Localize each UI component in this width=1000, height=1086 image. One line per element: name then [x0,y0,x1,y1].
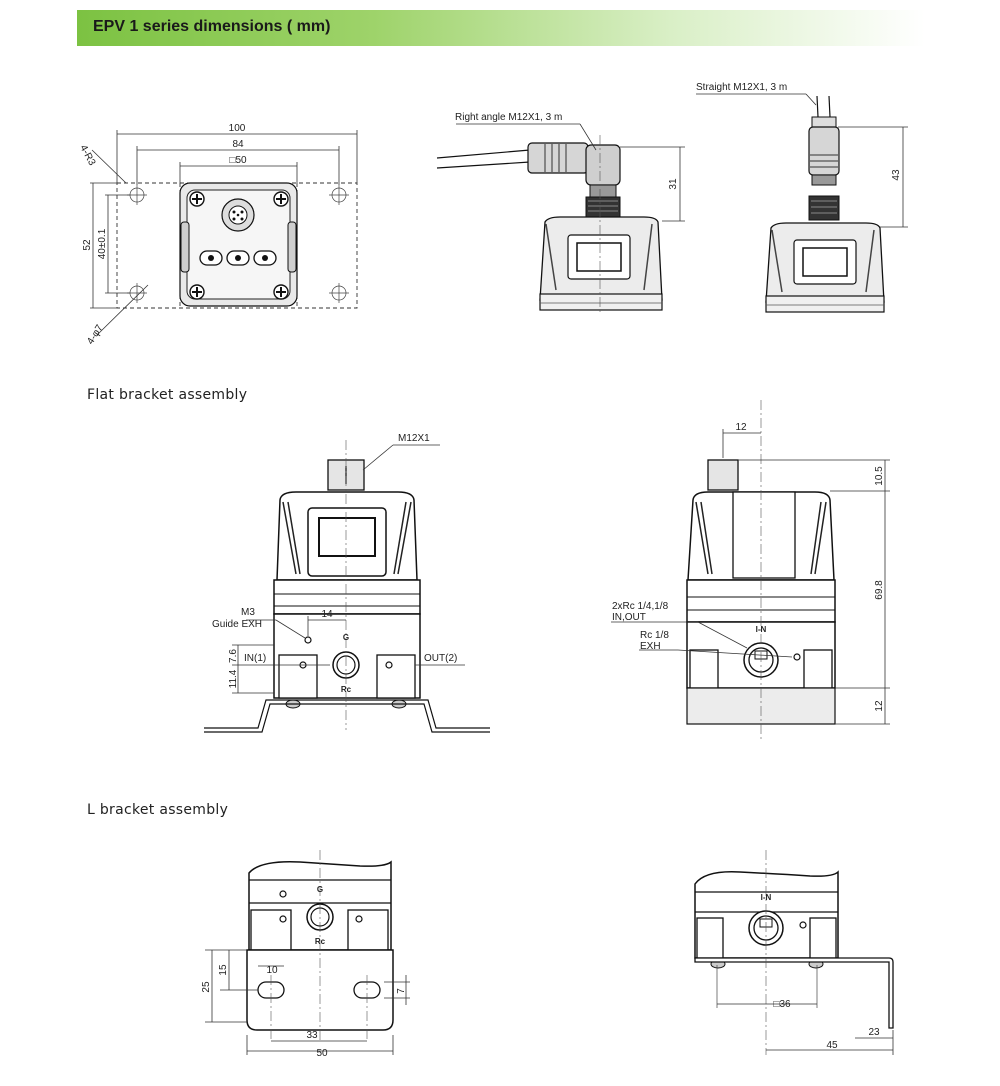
top-view-drawing: 100 84 □50 52 40±0.1 4-R3 4-φ7 [77,123,358,347]
dim-45-label: 45 [826,1040,838,1051]
guide-exh-label: Guide EXH [212,619,262,630]
dim-11-4-label: 11.4 [228,669,239,688]
dim-69-8-label: 69.8 [874,580,885,600]
straight-label: Straight M12X1, 3 m [696,82,787,93]
l-g-mark: G [317,885,323,894]
dim-100-label: 100 [229,123,246,134]
dim-43-label: 43 [891,169,902,181]
dim-31-label: 31 [668,178,679,190]
m12-label: M12X1 [398,433,430,444]
dim-15-label: 15 [218,964,229,976]
dim-52-label: 52 [82,239,93,251]
rc-exh-label: Rc 1/8 [640,630,669,641]
page-title: EPV 1 series dimensions ( mm) [93,18,331,35]
l-bracket-side-drawing: I-N □36 23 45 [694,850,894,1055]
dim-14-label: 14 [321,609,333,620]
right-angle-connector-drawing: Right angle M12X1, 3 m 31 [436,112,685,312]
rc-mark: Rc [341,685,352,694]
in-mark: I-N [756,625,767,634]
dim-50b-label: 50 [316,1048,328,1059]
l-rc-mark: Rc [315,937,326,946]
m3-label: M3 [241,607,255,618]
dim-10-label: 10 [266,965,278,976]
r3-label: 4-R3 [77,143,97,168]
dim-25-label: 25 [201,981,212,993]
in-label: IN(1) [244,653,266,664]
dim-50-label: □50 [229,155,247,166]
g-mark: G [343,633,349,642]
header-bar: EPV 1 series dimensions ( mm) [77,10,925,46]
dim-84-label: 84 [232,139,244,150]
dim-36-label: □36 [773,999,791,1010]
section-title-flat-bracket: Flat bracket assembly [87,387,248,403]
dim-23-label: 23 [868,1027,880,1038]
dim-7-6-label: 7.6 [228,649,239,663]
dim-40-label: 40±0.1 [97,228,108,259]
dim-10-5-label: 10.5 [874,466,885,486]
l-bracket-front-drawing: G Rc 25 15 10 7 33 50 [201,850,410,1059]
phi7-label: 4-φ7 [85,323,106,347]
right-angle-label: Right angle M12X1, 3 m [455,112,562,123]
rc-ports-label: 2xRc 1/4,1/8 [612,601,669,612]
exh-label: EXH [640,641,661,652]
dim-33-label: 33 [306,1030,318,1041]
flat-bracket-front-drawing: M12X1 M3 Guide EXH 14 IN(1) OUT(2) 7.6 1… [204,433,490,733]
flat-bracket-side-drawing: 12 10.5 69.8 12 2xRc 1/4,1/8 IN,OUT Rc 1… [611,400,890,740]
dim-7-label: 7 [396,988,407,994]
dim-12-label: 12 [874,700,885,712]
section-title-l-bracket: L bracket assembly [87,802,229,818]
in-out-label: IN,OUT [612,612,646,623]
dim-12-top-label: 12 [735,422,747,433]
out-label: OUT(2) [424,653,457,664]
l-in-mark: I-N [761,893,772,902]
straight-connector-drawing: Straight M12X1, 3 m 43 [696,82,908,313]
